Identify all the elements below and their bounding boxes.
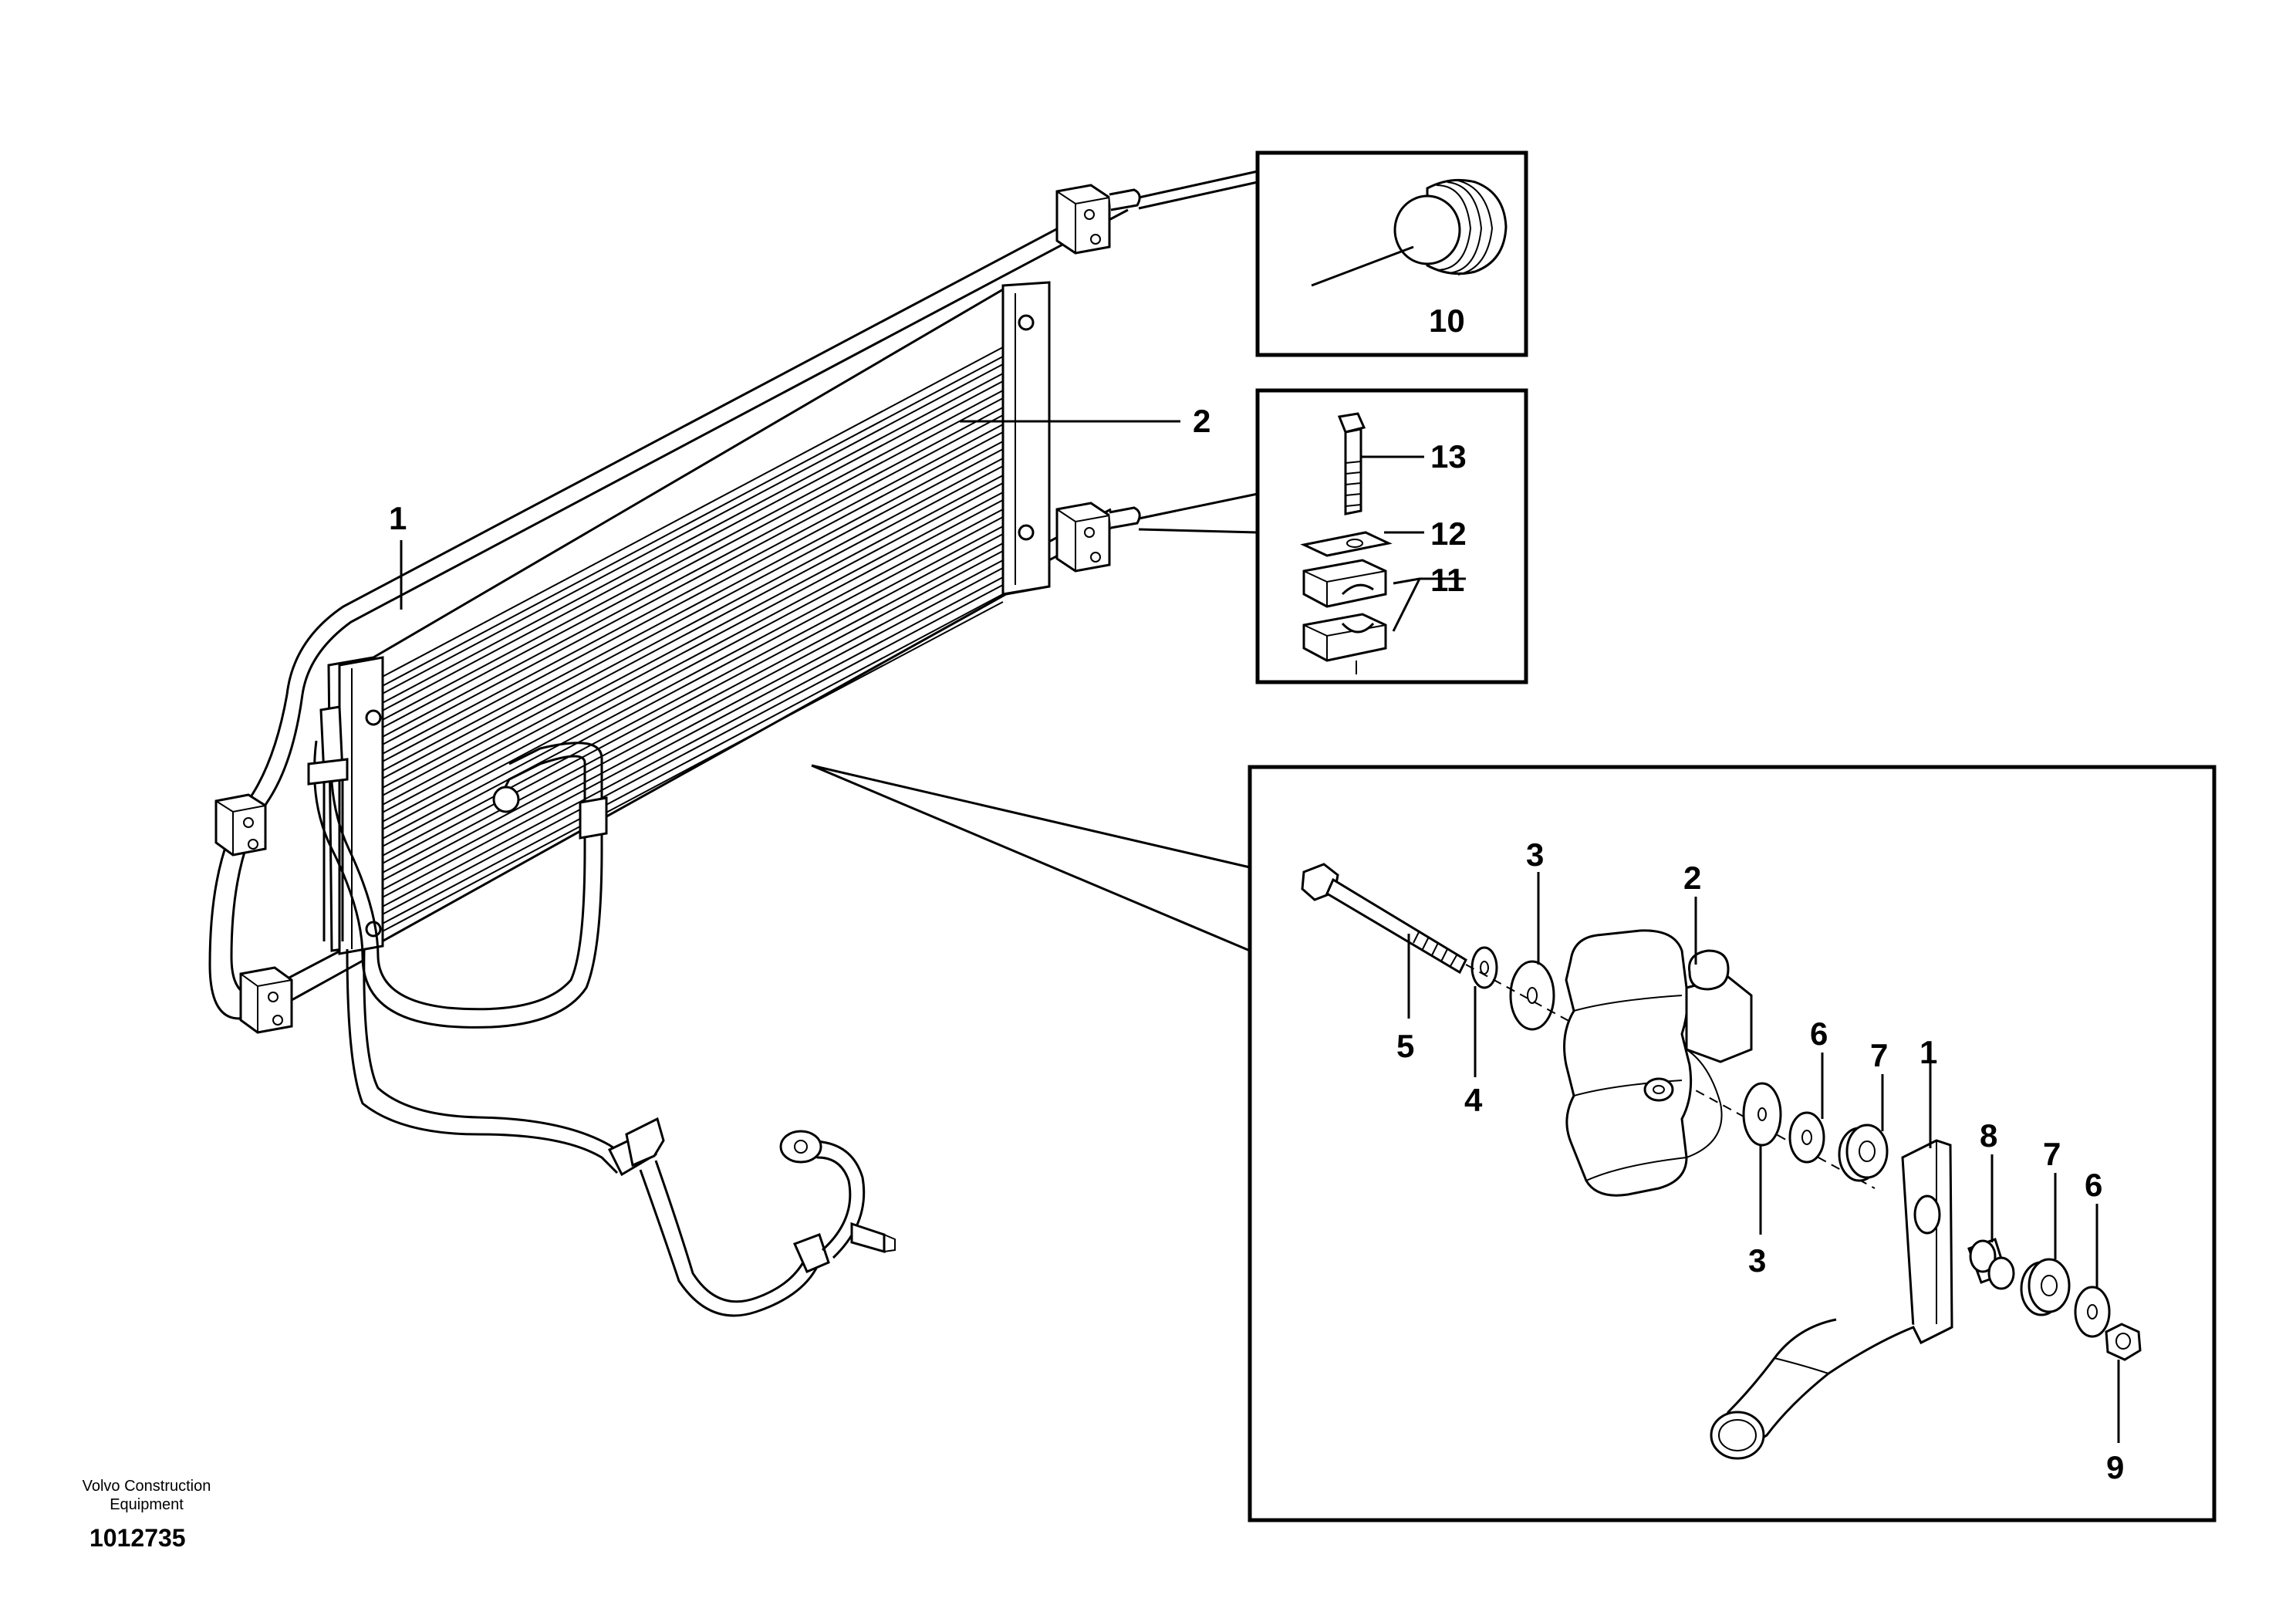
main-labels: 1 2 — [389, 403, 1210, 610]
long-bolt-icon — [1301, 863, 1467, 975]
small-washer-icon — [1470, 946, 1498, 989]
label-bolt-5: 5 — [1396, 1028, 1414, 1064]
label-condenser-assembly: 1 — [389, 500, 407, 536]
label-block: 2 — [1683, 860, 1701, 896]
drawing-number: 1012735 — [89, 1524, 186, 1552]
mount-block-icon — [1563, 929, 1753, 1197]
publisher-line-1: Volvo Construction — [83, 1478, 211, 1495]
label-bolt: 13 — [1430, 438, 1467, 475]
label-bushing-right: 7 — [2043, 1136, 2061, 1172]
label-spacer-left: 6 — [1810, 1015, 1828, 1052]
label-sleeve: 8 — [1980, 1117, 1997, 1154]
detail-mount-frame — [1248, 765, 2217, 1522]
bushing-icon-left — [1838, 1124, 1889, 1182]
spacer-icon-right — [2074, 1286, 2111, 1338]
washer-icon-top — [1509, 960, 1555, 1031]
clamp-upper-icon — [1302, 559, 1387, 608]
clamp-lower-icon — [1302, 613, 1387, 674]
nut-icon — [2105, 1323, 2142, 1361]
leader-10 — [1311, 245, 1414, 287]
label-clamp-halves: 11 — [1430, 562, 1464, 598]
label-bushing-left: 7 — [1870, 1037, 1888, 1073]
label-nut: 9 — [2106, 1449, 2124, 1485]
bushing-icon-right — [2020, 1258, 2071, 1316]
bracket-icon — [1710, 1139, 1953, 1460]
sleeve-icon — [1967, 1238, 2015, 1290]
label-plate: 12 — [1430, 515, 1467, 552]
condenser-main-view — [208, 184, 1141, 1317]
label-plug: 10 — [1429, 302, 1465, 339]
label-condenser-core: 2 — [1193, 403, 1210, 439]
washer-icon-mid — [1742, 1082, 1782, 1147]
detail-plug: 10 — [1138, 150, 1528, 357]
publisher-line-2: Equipment — [110, 1496, 184, 1513]
detail-clamp: 13 12 11 — [1138, 388, 1528, 684]
label-washer-top: 3 — [1526, 836, 1544, 873]
label-washer-mid: 3 — [1748, 1242, 1766, 1279]
label-spacer-right: 6 — [2085, 1167, 2102, 1203]
spacer-icon-left — [1788, 1111, 1825, 1164]
label-bracket: 1 — [1920, 1034, 1937, 1070]
detail-mount: 5 4 3 2 3 6 — [811, 764, 2217, 1522]
label-washer-small: 4 — [1464, 1082, 1483, 1118]
bolt-icon — [1337, 412, 1366, 515]
plate-icon — [1300, 531, 1393, 557]
leader-11 — [1392, 577, 1466, 632]
plug-icon — [1393, 178, 1508, 275]
detail-clamp-frame — [1255, 388, 1528, 684]
publisher-block: Volvo Construction Equipment 1012735 — [83, 1478, 211, 1552]
